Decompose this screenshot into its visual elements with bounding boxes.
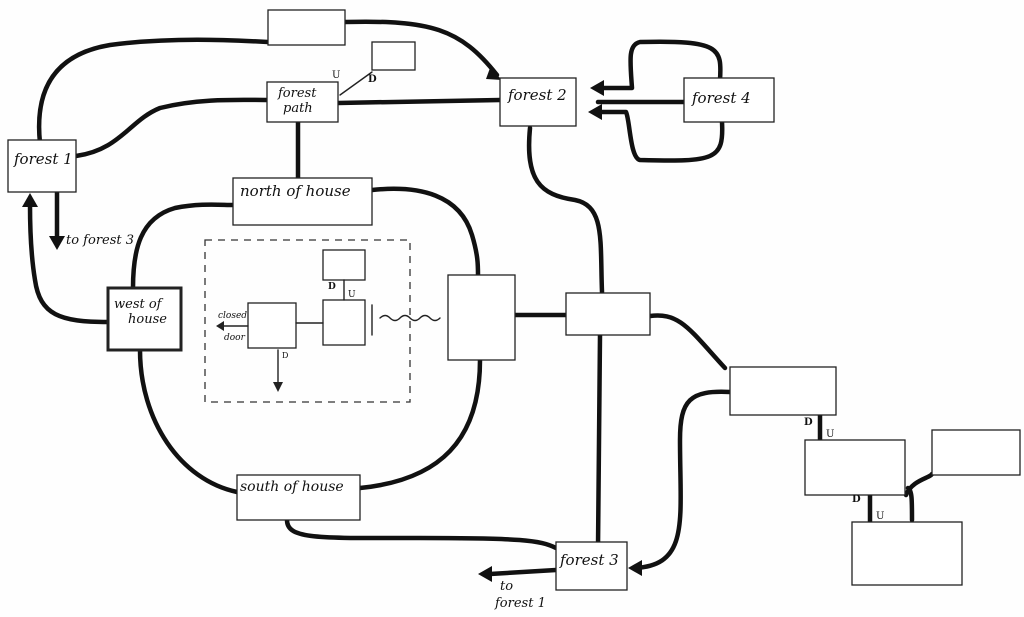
room-forest-4 — [683, 77, 775, 123]
label-closed: closed — [218, 311, 247, 321]
label-west-of-house-2: house — [128, 312, 167, 327]
label-u-attic: U — [348, 290, 356, 300]
arrowhead-forest2-top — [486, 68, 502, 80]
label-west-of-house-1: west of — [114, 297, 164, 312]
arrowhead-forest2-right-bottom — [588, 104, 602, 120]
house-interior — [204, 239, 441, 403]
rooms — [7, 9, 1021, 591]
path-west-south — [137, 347, 240, 495]
label-d-forestpath: D — [368, 74, 377, 85]
path-forest4-forest2-top — [595, 39, 723, 91]
room-small-top — [371, 41, 416, 71]
label-forest-2: forest 2 — [507, 86, 567, 104]
label-north-of-house: north of house — [240, 182, 351, 200]
room-forest-path — [266, 81, 339, 123]
path-forest3-to-forest1 — [487, 567, 559, 577]
path-forestpath-updown — [339, 71, 373, 96]
room-east-box — [447, 274, 516, 361]
label-d-ledge: D — [852, 494, 861, 505]
path-clearing-forest3 — [595, 332, 603, 551]
path-forest1-top — [36, 37, 271, 146]
arrowhead-to-forest1 — [478, 566, 492, 582]
arrowhead-forest1-bottom — [22, 193, 38, 207]
path-forest2-down — [526, 125, 605, 295]
room-kitchen — [322, 299, 366, 346]
room-rocky-ledge — [804, 439, 906, 496]
room-forest-1 — [7, 139, 77, 193]
label-d-attic: D — [328, 282, 336, 292]
path-west-forest1 — [27, 202, 111, 325]
room-attic — [322, 249, 366, 281]
connections — [22, 19, 935, 582]
room-forest-3 — [555, 541, 628, 591]
label-forest-3: forest 3 — [559, 551, 619, 569]
path-top-forest2 — [342, 19, 500, 78]
path-forestpath-forest2 — [335, 97, 503, 106]
room-labels: forest path forest 2 forest 4 forest 1 n… — [13, 86, 751, 569]
room-clearing — [565, 292, 651, 336]
path-ledge-topright — [903, 471, 935, 498]
label-south-of-house: south of house — [240, 479, 344, 495]
arrowhead-to-forest3 — [49, 236, 65, 250]
path-clearing-canyon — [647, 313, 728, 371]
window-squiggle — [379, 314, 441, 322]
path-forest1-forestpath — [73, 97, 270, 159]
path-canyon-forest3 — [632, 389, 733, 571]
room-south-of-house — [236, 474, 361, 521]
room-top-unlabeled — [267, 9, 346, 46]
room-forest-2 — [499, 77, 577, 127]
label-u-forestpath: U — [332, 70, 340, 81]
label-forest-path-2: path — [283, 101, 313, 116]
label-forest-1: forest 1 — [13, 150, 73, 168]
path-forest4-forest2-bottom — [592, 109, 725, 163]
house-boundary — [204, 239, 411, 403]
path-south-forest3 — [284, 517, 559, 551]
path-bottom-topright — [905, 485, 915, 523]
label-u-ledge: U — [876, 511, 884, 522]
label-d-canyon: D — [804, 417, 813, 428]
room-top-right — [931, 429, 1021, 476]
label-to-forest-1b: forest 1 — [494, 596, 546, 611]
arrowhead-forest3-right — [628, 560, 642, 576]
room-canyon-bottom — [851, 521, 963, 586]
path-north-east — [369, 186, 481, 278]
cellar-arrowhead — [273, 382, 283, 392]
label-door: door — [224, 333, 246, 343]
path-east-south — [357, 357, 483, 491]
annotations: to forest 3 to forest 1 closed door U D … — [66, 70, 884, 611]
label-d-cellar: D — [282, 351, 288, 360]
label-forest-path-1: forest — [277, 86, 317, 101]
room-canyon-view — [729, 366, 837, 416]
label-to-forest-3: to forest 3 — [66, 233, 134, 248]
label-to-forest-1a: to — [500, 579, 513, 594]
room-north-of-house — [232, 177, 373, 226]
room-living-room — [247, 302, 297, 349]
room-west-of-house — [106, 286, 183, 352]
closed-door-arrowhead — [216, 321, 224, 331]
path-west-north — [130, 202, 236, 291]
label-forest-4: forest 4 — [691, 89, 751, 107]
label-u-canyon: U — [826, 429, 834, 440]
arrowhead-forest2-right-top — [590, 80, 604, 96]
